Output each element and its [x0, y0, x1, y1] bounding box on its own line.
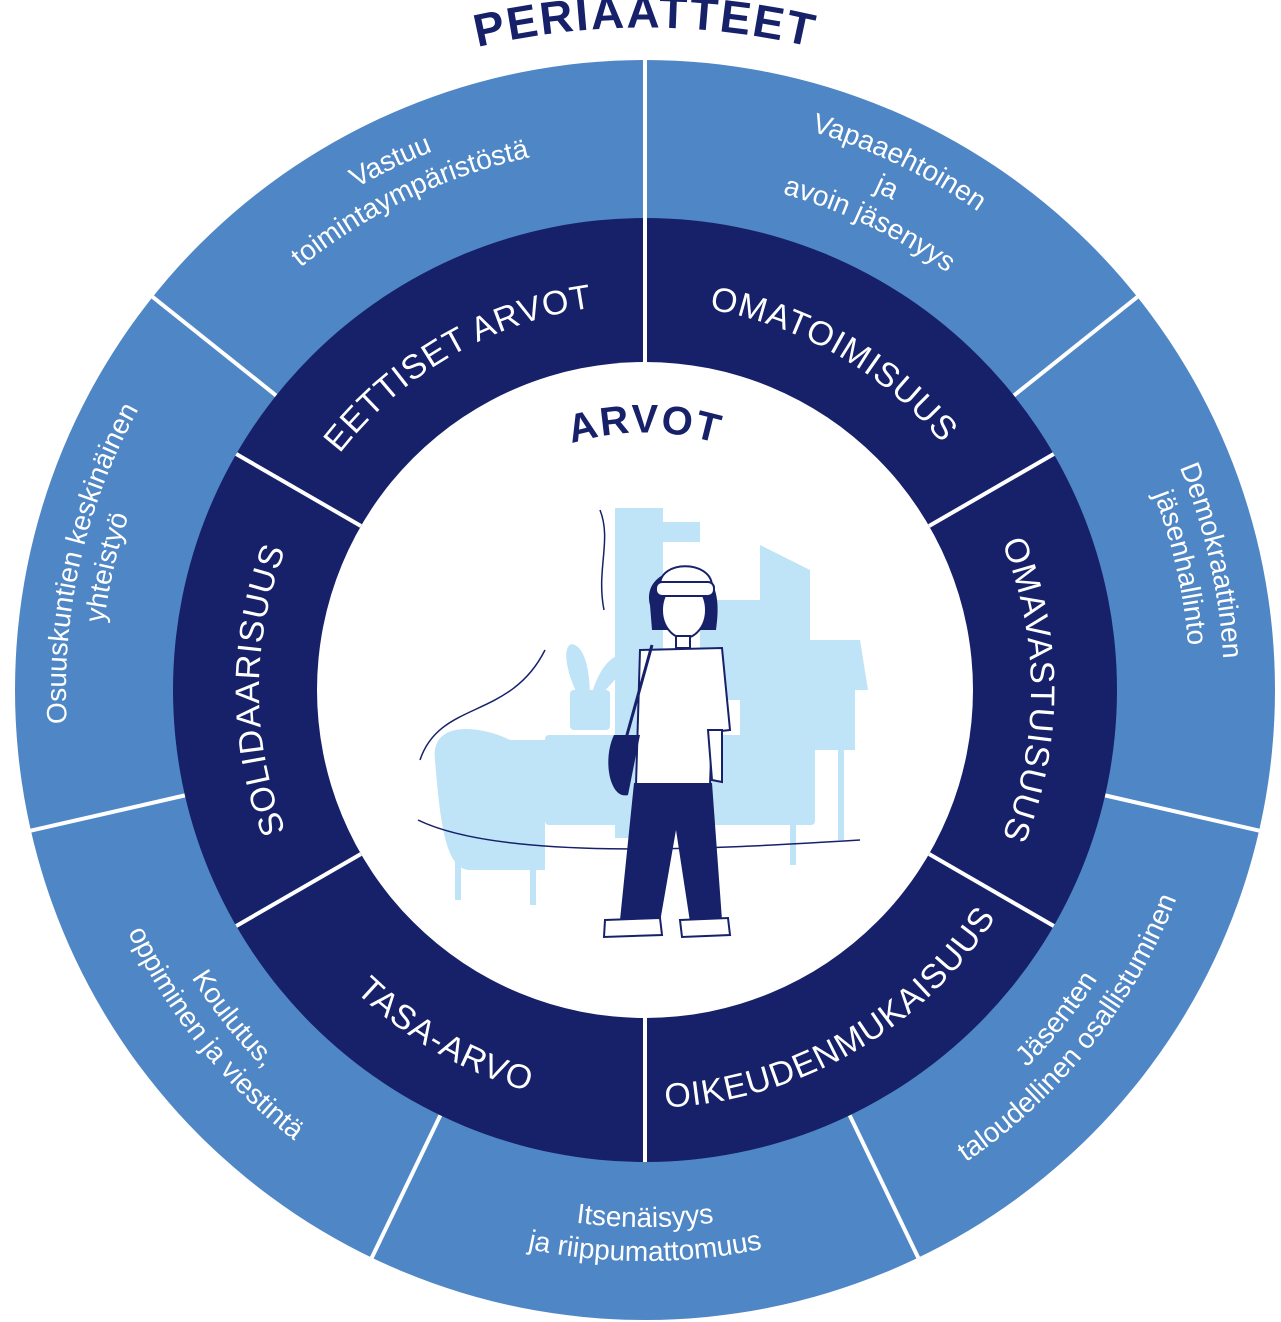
value-divider	[235, 452, 362, 528]
principle-divider	[1104, 793, 1262, 834]
principle-divider	[369, 1114, 443, 1261]
person-with-furniture-illustration	[417, 508, 868, 939]
value-divider	[235, 852, 362, 928]
principle-label: Itsenäisyys	[575, 1198, 715, 1233]
principles-dividers	[28, 58, 1262, 1261]
value-divider	[928, 852, 1055, 928]
values-dividers	[235, 218, 1055, 1162]
value-divider	[928, 452, 1055, 528]
principle-divider	[149, 294, 278, 398]
principle-divider	[28, 793, 186, 834]
principle-divider	[847, 1114, 921, 1261]
principles-title: PERIAATTEET	[469, 0, 822, 57]
principle-divider	[1012, 294, 1141, 398]
